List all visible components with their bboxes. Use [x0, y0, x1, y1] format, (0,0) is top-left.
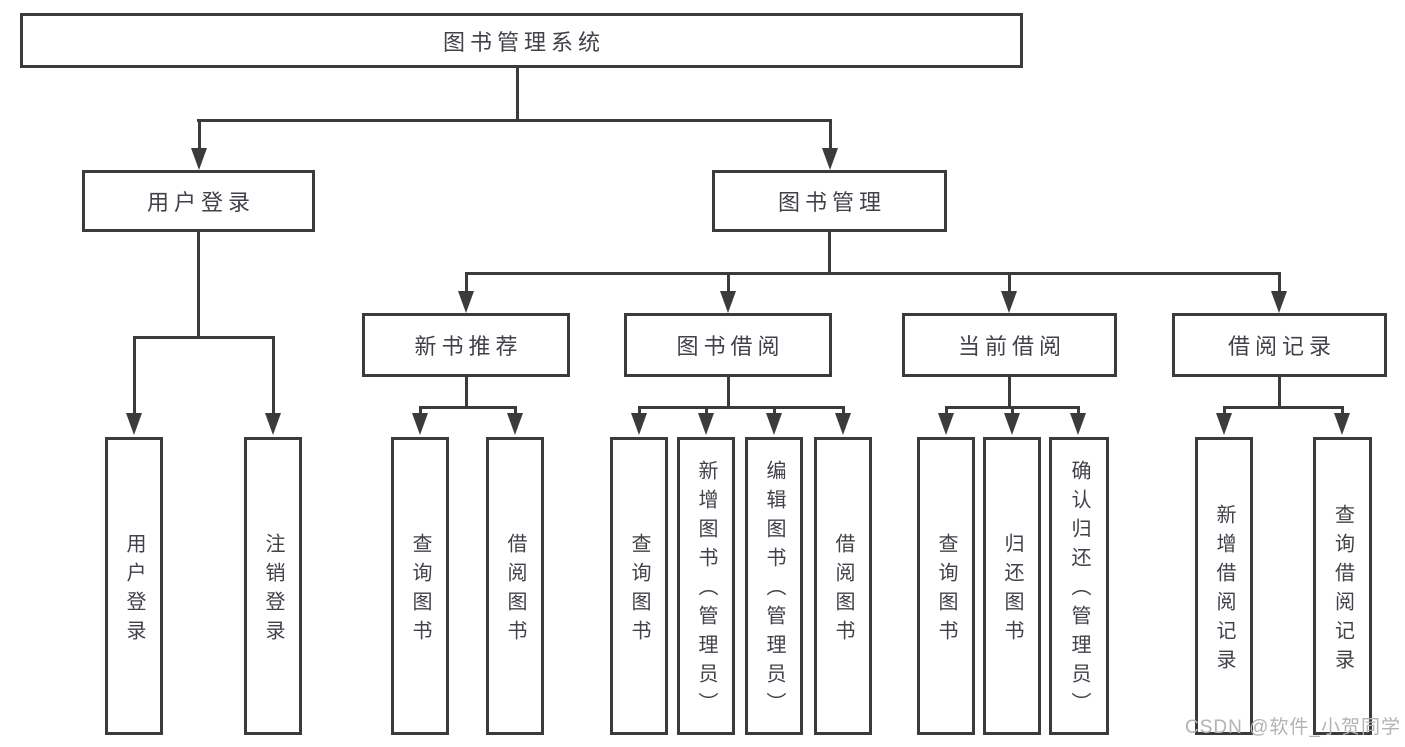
- connector-borrowing-bar: [638, 406, 845, 409]
- leaf-query-books-1: 查询图书: [391, 437, 449, 735]
- arrow-down-icon: [720, 291, 736, 313]
- arrow-down-icon: [698, 413, 714, 435]
- node-new-book-recommend: 新书推荐: [362, 313, 570, 377]
- connector-shaft: [945, 406, 948, 416]
- leaf-logout: 注销登录: [244, 437, 302, 735]
- connector-shaft: [272, 336, 275, 416]
- connector-shaft: [1077, 406, 1080, 416]
- leaf-user-login: 用户登录: [105, 437, 163, 735]
- arrow-down-icon: [265, 413, 281, 435]
- connector-shaft: [133, 336, 136, 416]
- leaf-borrow-books-1: 借阅图书: [486, 437, 544, 735]
- node-root: 图书管理系统: [20, 13, 1023, 68]
- connector-level2-bar: [197, 119, 832, 122]
- arrow-down-icon: [1271, 291, 1287, 313]
- node-book-borrowing: 图书借阅: [624, 313, 832, 377]
- connector-shaft: [465, 272, 468, 294]
- arrow-down-icon: [1334, 413, 1350, 435]
- connector-records-bar: [1223, 406, 1344, 409]
- connector-borrowing-stem: [727, 377, 730, 407]
- connector-shaft: [829, 119, 832, 151]
- connector-level3-bar: [465, 272, 1281, 275]
- connector-login-stem: [197, 232, 200, 337]
- connector-shaft: [1011, 406, 1014, 416]
- leaf-query-books-3: 查询图书: [917, 437, 975, 735]
- connector-recommend-stem: [465, 377, 468, 407]
- connector-shaft: [1223, 406, 1226, 416]
- connector-shaft: [705, 406, 708, 416]
- connector-shaft: [1278, 272, 1281, 294]
- leaf-edit-book-admin: 编辑图书（管理员）: [745, 437, 803, 735]
- connector-mgmt-stem: [828, 232, 831, 273]
- arrow-down-icon: [822, 148, 838, 170]
- leaf-add-book-admin: 新增图书（管理员）: [677, 437, 735, 735]
- connector-shaft: [198, 119, 201, 151]
- arrow-down-icon: [126, 413, 142, 435]
- arrow-down-icon: [1216, 413, 1232, 435]
- leaf-query-books-2: 查询图书: [610, 437, 668, 735]
- node-book-management-branch: 图书管理: [712, 170, 947, 232]
- connector-shaft: [1008, 272, 1011, 294]
- leaf-confirm-return-admin: 确认归还（管理员）: [1049, 437, 1109, 735]
- connector-root-stem: [516, 68, 519, 120]
- node-user-login-branch: 用户登录: [82, 170, 315, 232]
- arrow-down-icon: [835, 413, 851, 435]
- connector-records-stem: [1278, 377, 1281, 407]
- leaf-add-borrow-record: 新增借阅记录: [1195, 437, 1253, 735]
- arrow-down-icon: [458, 291, 474, 313]
- arrow-down-icon: [766, 413, 782, 435]
- arrow-down-icon: [412, 413, 428, 435]
- leaf-return-book: 归还图书: [983, 437, 1041, 735]
- connector-recommend-bar: [419, 406, 517, 409]
- arrow-down-icon: [191, 148, 207, 170]
- node-borrow-records: 借阅记录: [1172, 313, 1387, 377]
- arrow-down-icon: [1004, 413, 1020, 435]
- node-current-borrowing: 当前借阅: [902, 313, 1117, 377]
- connector-shaft: [638, 406, 641, 416]
- connector-shaft: [514, 406, 517, 416]
- arrow-down-icon: [507, 413, 523, 435]
- arrow-down-icon: [1070, 413, 1086, 435]
- connector-shaft: [419, 406, 422, 416]
- connector-current-stem: [1008, 377, 1011, 407]
- arrow-down-icon: [1001, 291, 1017, 313]
- arrow-down-icon: [938, 413, 954, 435]
- connector-shaft: [727, 272, 730, 294]
- connector-shaft: [842, 406, 845, 416]
- leaf-query-borrow-record: 查询借阅记录: [1313, 437, 1372, 735]
- arrow-down-icon: [631, 413, 647, 435]
- connector-shaft: [773, 406, 776, 416]
- watermark-text: CSDN @软件_小贺同学: [1185, 717, 1401, 738]
- leaf-borrow-books-2: 借阅图书: [814, 437, 872, 735]
- connector-login-bar: [133, 336, 275, 339]
- connector-shaft: [1341, 406, 1344, 416]
